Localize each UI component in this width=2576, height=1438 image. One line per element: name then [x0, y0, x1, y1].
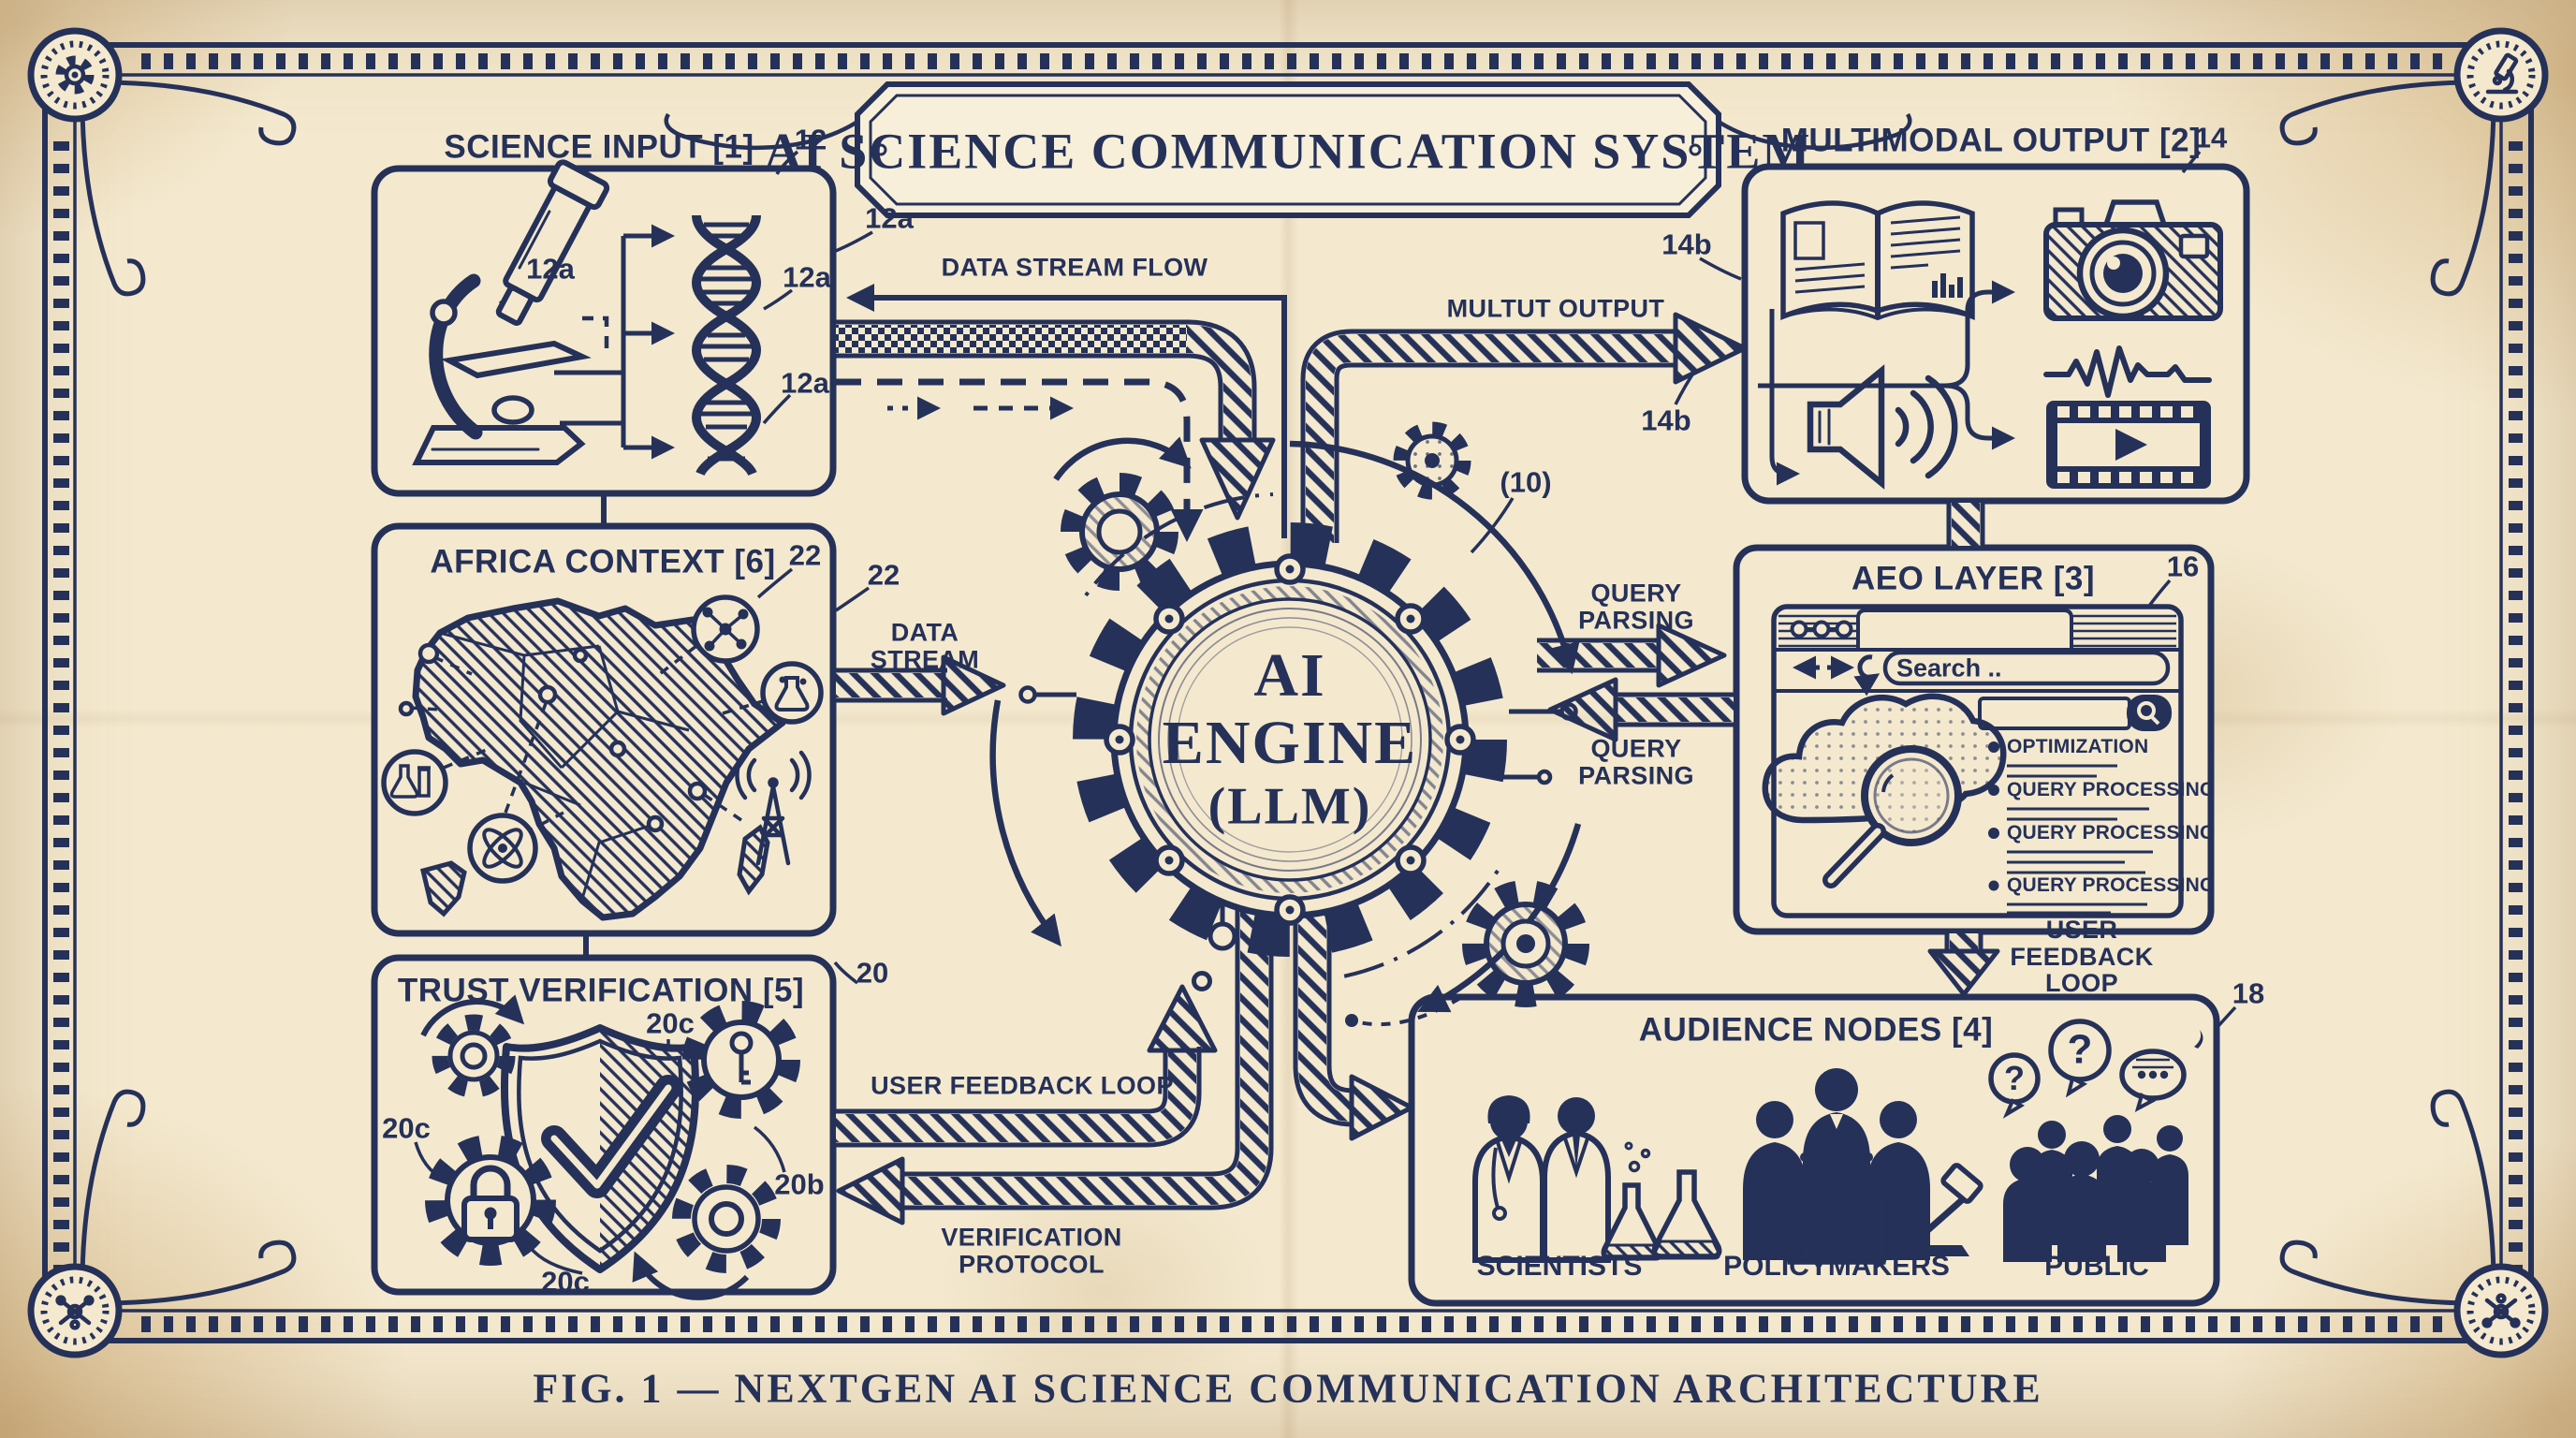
ref-22-outer: 22	[868, 561, 900, 592]
satellite-gear-top	[1400, 429, 1464, 492]
ref-10: (10)	[1500, 468, 1551, 499]
label-query-parsing-top: QUERY PARSING	[1571, 580, 1702, 633]
browser-window-dots	[1793, 623, 1852, 637]
ref-20c-left: 20c	[382, 1114, 431, 1145]
satellite-gear-top-left	[1071, 483, 1168, 580]
aeo-bullet-2: QUERY PROCESSING	[2007, 823, 2216, 844]
audience-group-policymakers: POLICYMAKERS	[1723, 1252, 1950, 1282]
label-data-stream-flow: DATA STREAM FLOW	[942, 255, 1208, 282]
engine-line-engine: ENGINE	[1163, 711, 1417, 776]
aeo-layer-title: AEO LAYER [3]	[1852, 561, 2095, 595]
search-result-field	[1980, 695, 2172, 731]
flasks-badge-icon	[384, 752, 446, 814]
audience-nodes-title: AUDIENCE NODES [4]	[1639, 1012, 1993, 1047]
ref-22-inner: 22	[789, 541, 821, 572]
ref-18: 18	[2232, 979, 2264, 1010]
browser-window	[1765, 607, 2181, 916]
ref-12a-outer: 12a	[865, 204, 914, 235]
engine-line-ai: AI	[1253, 643, 1325, 709]
multimodal-output-title: MULTIMODAL OUTPUT [2]	[1781, 123, 2202, 157]
ref-20: 20	[856, 959, 888, 990]
audience-group-scientists: SCIENTISTS	[1477, 1252, 1643, 1282]
film-video-icon	[2046, 401, 2211, 489]
ref-14b-top: 14b	[1661, 230, 1711, 261]
corner-crossed-tools-medallion	[31, 1267, 119, 1355]
audience-group-public: PUBLIC	[2044, 1252, 2149, 1282]
trust-verification-title: TRUST VERIFICATION [5]	[398, 973, 804, 1007]
corner-microscope-medallion	[2457, 31, 2545, 119]
ref-12a-scope: 12a	[526, 255, 575, 286]
africa-context-title: AFRICA CONTEXT [6]	[430, 544, 775, 579]
speech-bubble-question-2: ?	[2068, 1029, 2093, 1073]
browser-search-text: Search ..	[1896, 655, 2002, 682]
ref-20b: 20b	[774, 1170, 824, 1201]
aeo-bullet-3: QUERY PROCESSING	[2007, 875, 2216, 896]
label-user-feedback-right: USER FEEDBACK LOOP	[2007, 917, 2157, 997]
engine-line-llm: (LLM)	[1208, 779, 1372, 834]
pipe-user-feedback-left	[836, 987, 1215, 1128]
corner-crossed-tools-medallion	[2457, 1267, 2545, 1355]
label-verification-protocol: VERIFICATION PROTOCOL	[919, 1224, 1144, 1277]
label-query-parsing-bottom: QUERY PARSING	[1571, 735, 1702, 788]
speech-bubble-question-1: ?	[2004, 1061, 2025, 1096]
ref-20c-bottom: 20c	[541, 1268, 590, 1299]
ref-12: 12	[795, 125, 827, 156]
label-data-stream: DATA STREAM	[859, 619, 990, 672]
aeo-bullet-1: QUERY PROCESSING	[2007, 780, 2216, 800]
molecule-badge-icon	[694, 597, 757, 661]
label-user-feedback-left: USER FEEDBACK LOOP	[871, 1073, 1174, 1100]
corner-gear-medallion	[31, 31, 119, 119]
atom-badge-icon	[470, 815, 535, 881]
ref-12a-dna-top: 12a	[783, 263, 831, 294]
page-title: AI SCIENCE COMMUNICATION SYSTEM	[765, 125, 1812, 178]
pipe-science-to-engine	[836, 339, 1273, 518]
label-multut-output: MULTUT OUTPUT	[1447, 296, 1665, 323]
ref-14b-bottom: 14b	[1641, 406, 1690, 437]
ref-20c-top: 20c	[646, 1009, 695, 1040]
open-book-icon	[1783, 203, 1972, 318]
science-badge-icon	[763, 664, 821, 722]
figure-caption: FIG. 1 — NEXTGEN AI SCIENCE COMMUNICATIO…	[533, 1368, 2042, 1412]
ref-12a-dna-mid: 12a	[781, 369, 829, 400]
satellite-gear-bottom-right	[1473, 891, 1578, 996]
ref-14: 14	[2195, 124, 2227, 154]
ref-16: 16	[2167, 552, 2199, 583]
pipe-aeo-to-audience	[1930, 933, 1998, 994]
science-input-title: SCIENCE INPUT [1]	[444, 129, 754, 164]
aeo-bullet-0: OPTIMIZATION	[2007, 737, 2148, 757]
